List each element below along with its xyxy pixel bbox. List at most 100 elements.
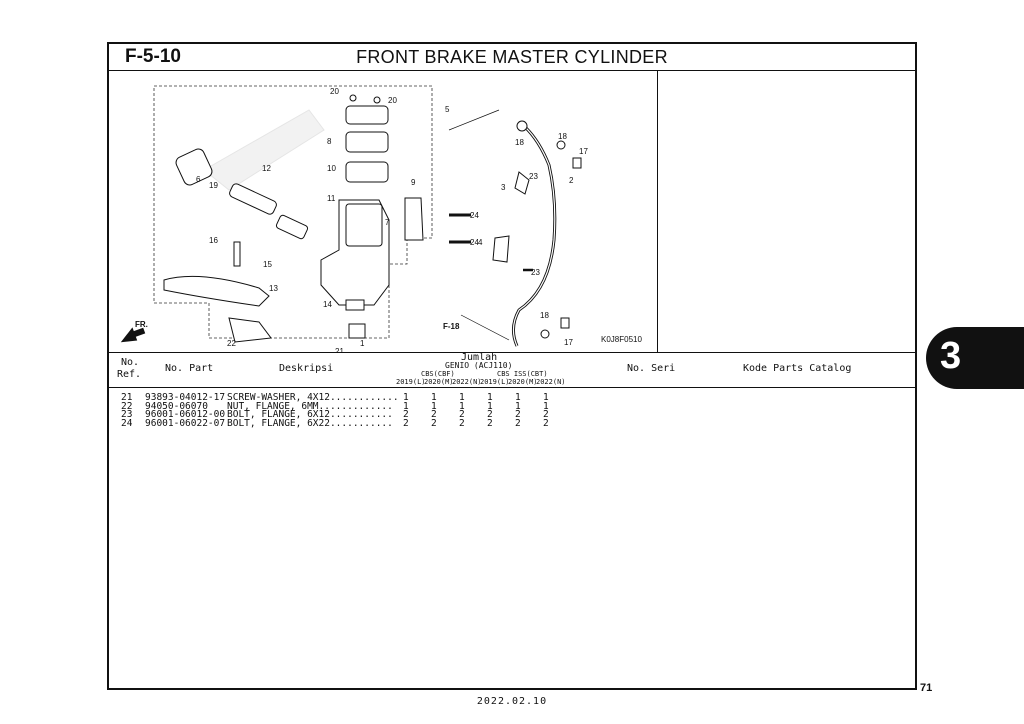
- header-year-6: 2022(N): [536, 378, 566, 386]
- callout-16: 16: [209, 236, 218, 245]
- page-number: 71: [920, 682, 933, 694]
- page-frame: F-5-10 FRONT BRAKE MASTER CYLINDER: [107, 42, 917, 690]
- callout-24b: 24: [470, 238, 479, 247]
- table-row: 23 96001-06012-00 BOLT, FLANGE, 6X12....…: [109, 409, 915, 420]
- callout-6: 6: [196, 175, 201, 184]
- callout-17b: 17: [564, 338, 573, 347]
- washer-18a: [516, 120, 528, 132]
- callout-23b: 23: [531, 268, 540, 277]
- row-qty: 1: [543, 400, 549, 412]
- header-part-no: No. Part: [165, 363, 214, 374]
- row-qty: 1: [487, 392, 493, 403]
- header-year-4: 2019(L): [480, 378, 510, 386]
- row-qty: 2: [515, 417, 521, 429]
- washer-18c: [540, 329, 550, 339]
- callout-1: 1: [360, 339, 365, 348]
- row-ref: 24: [121, 417, 133, 429]
- row-qty: 2: [543, 417, 549, 429]
- callout-19: 19: [209, 181, 218, 190]
- callout-10: 10: [327, 164, 336, 173]
- row-qty: 1: [515, 392, 521, 403]
- header-year-5: 2020(M): [508, 378, 538, 386]
- row-qty: 2: [431, 409, 437, 420]
- header-year-3: 2022(N): [452, 378, 482, 386]
- row-qty: 2: [403, 417, 409, 429]
- row-qty: 2: [543, 409, 549, 420]
- row-part-no: 96001-06022-07: [145, 417, 226, 429]
- callout-13: 13: [269, 284, 278, 293]
- callout-18c: 18: [540, 311, 549, 320]
- row-qty: 1: [515, 400, 521, 412]
- header-year-1: 2019(L): [396, 378, 426, 386]
- title-bar: F-5-10 FRONT BRAKE MASTER CYLINDER: [109, 44, 915, 71]
- row-qty: 2: [487, 417, 493, 429]
- plate-set: [345, 131, 389, 153]
- spring-14: [345, 299, 365, 311]
- callout-20a: 20: [330, 87, 339, 96]
- table-row: 21 93893-04012-17 SCREW-WASHER, 4X12....…: [109, 392, 915, 403]
- row-qty: 2: [459, 417, 465, 429]
- row-part-no: 94050-06070: [145, 400, 208, 412]
- header-serial-no: No. Seri: [627, 363, 676, 374]
- row-qty: 2: [459, 409, 465, 420]
- section-number: 3: [940, 335, 962, 377]
- callout-22: 22: [227, 339, 236, 348]
- pivot-16: [233, 241, 241, 267]
- screw-20b: [373, 96, 381, 104]
- diagram-svg: FR. F-18 K0J8F0510 1 2 3 4 5 6 7 8 9 10 …: [120, 85, 642, 352]
- callout-23a: 23: [529, 172, 538, 181]
- row-ref: 23: [121, 409, 133, 420]
- exploded-diagram: FR. F-18 K0J8F0510 1 2 3 4 5 6 7 8 9 10 …: [109, 70, 658, 352]
- table-row: 24 96001-06022-07 BOLT, FLANGE, 6X22....…: [109, 417, 915, 429]
- figure-code: F-5-10: [125, 46, 181, 67]
- callout-12: 12: [262, 164, 271, 173]
- callout-15: 15: [263, 260, 272, 269]
- row-qty: 1: [487, 400, 493, 412]
- row-qty: 2: [403, 409, 409, 420]
- row-qty: 1: [431, 400, 437, 412]
- header-model: GENIO (ACJ110): [445, 361, 513, 370]
- brake-lever: [163, 275, 270, 307]
- header-group-cbs-iss: CBS ISS(CBT): [497, 370, 548, 378]
- callout-17a: 17: [579, 147, 588, 156]
- row-qty: 2: [431, 417, 437, 429]
- row-qty: 1: [431, 392, 437, 403]
- callout-5: 5: [445, 105, 450, 114]
- callout-2: 2: [569, 176, 574, 185]
- callout-21: 21: [335, 347, 344, 352]
- screw-20a: [349, 94, 357, 102]
- row-qty: 1: [459, 392, 465, 403]
- boot-6: [175, 148, 213, 186]
- callout-4: 4: [478, 238, 483, 247]
- header-group-cbs: CBS(CBF): [421, 370, 455, 378]
- ref-label: F-18: [443, 322, 460, 331]
- table-row: 22 94050-06070 NUT, FLANGE, 6MM.........…: [109, 400, 915, 412]
- row-description: BOLT, FLANGE, 6X22...........: [227, 417, 393, 429]
- row-qty: 1: [403, 392, 409, 403]
- row-qty: 1: [459, 400, 465, 412]
- callout-24a: 24: [470, 211, 479, 220]
- page-title: FRONT BRAKE MASTER CYLINDER: [356, 47, 668, 67]
- switch-1: [348, 323, 366, 339]
- header-qty: Jumlah: [461, 352, 498, 363]
- reservoir-cap: [345, 105, 389, 125]
- row-description: NUT, FLANGE, 6MM.............: [227, 400, 393, 412]
- section-tab: 3: [926, 327, 1024, 389]
- row-qty: 1: [403, 400, 409, 412]
- header-catalog-code: Kode Parts Catalog: [743, 363, 852, 374]
- header-ref: Ref.: [117, 369, 142, 380]
- row-part-no: 96001-06012-00: [145, 409, 226, 420]
- row-part-no: 93893-04012-17: [145, 392, 226, 403]
- callout-7: 7: [385, 218, 390, 227]
- callout-20b: 20: [388, 96, 397, 105]
- bracket-13: [228, 317, 272, 343]
- clamp-3: [514, 171, 530, 195]
- callout-8: 8: [327, 137, 332, 146]
- washer-18b: [556, 140, 566, 150]
- row-qty: 2: [515, 409, 521, 420]
- callout-18b: 18: [515, 138, 524, 147]
- row-ref: 21: [121, 392, 133, 403]
- front-label: FR.: [135, 320, 148, 329]
- row-description: SCREW-WASHER, 4X12............: [227, 392, 399, 403]
- diaphragm: [345, 161, 389, 183]
